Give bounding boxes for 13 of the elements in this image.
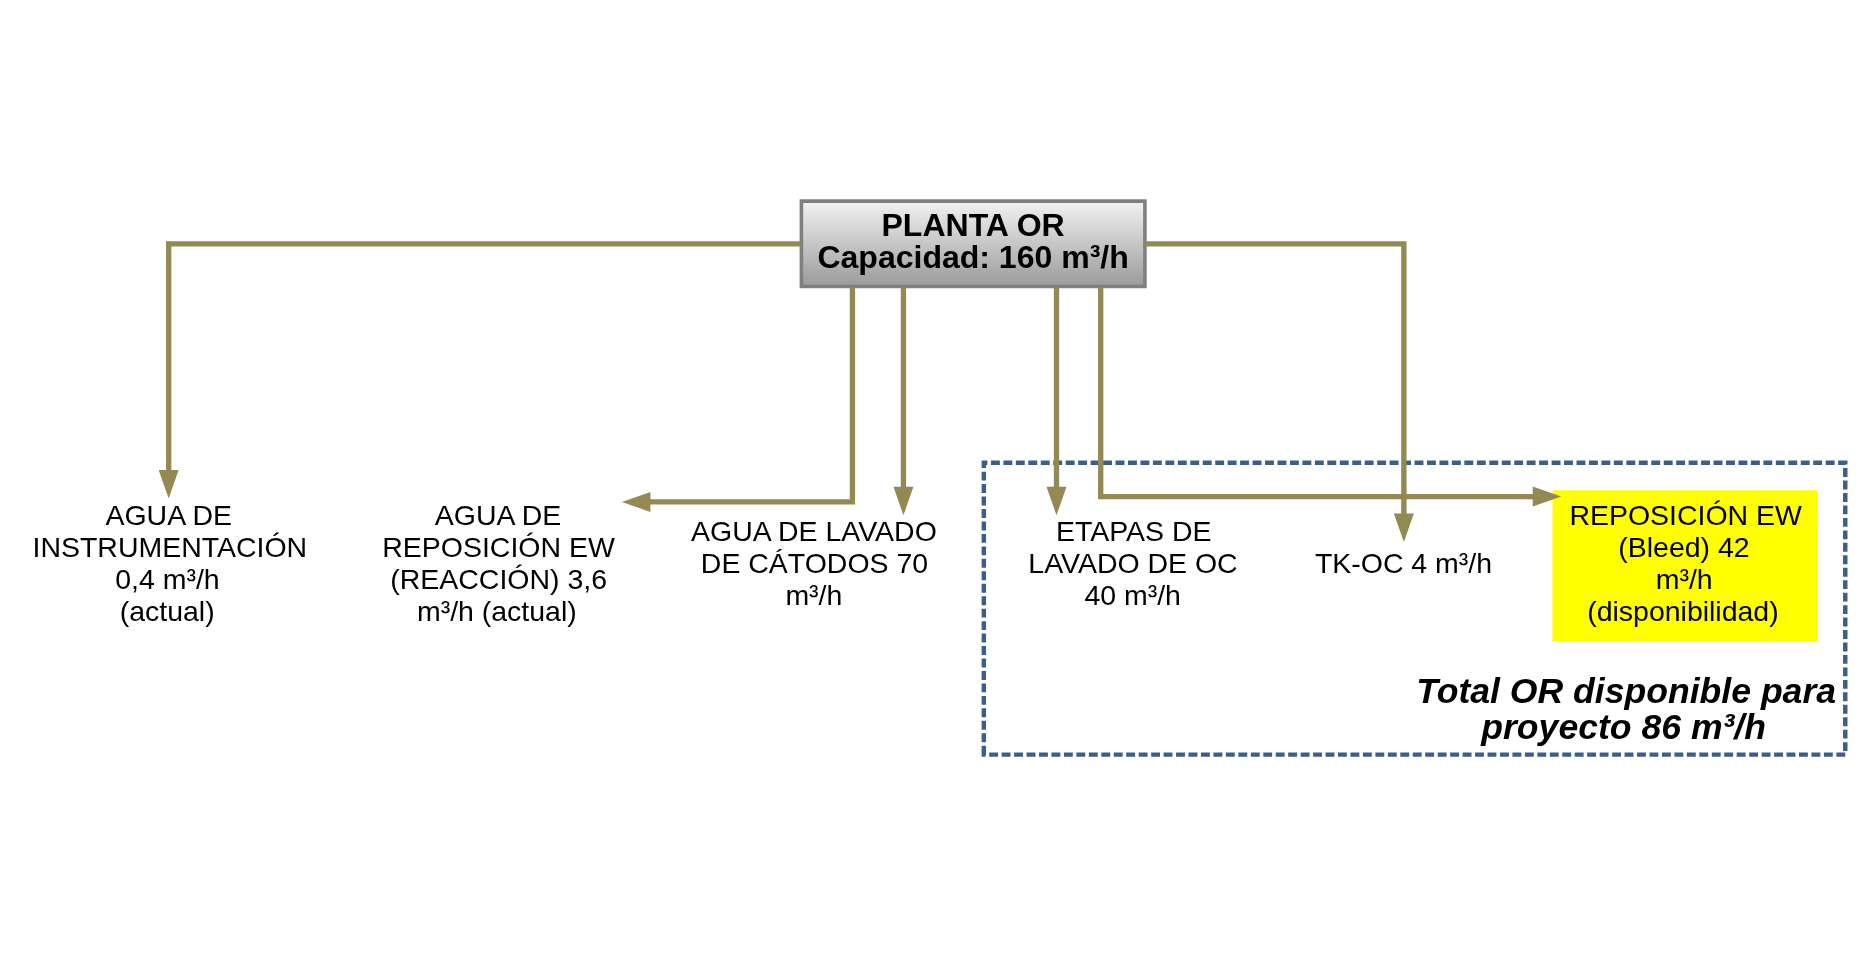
node-box: PLANTA OR Capacidad: 160 m³/h [799,199,1147,289]
node-text: AGUA DE REPOSICIÓN EW (REACCIÓN) 3,6 m³/h (actual) [382,498,615,627]
node-text: AGUA DE INSTRUMENTACIÓN 0,4 m³/h (actual) [32,498,308,627]
arrow [1145,241,1414,542]
node-text: ETAPAS DE LAVADO DE OC 40 m³/h [1028,514,1238,611]
node-text: TK-OC 4 m³/h [1314,546,1493,579]
arrow [1098,286,1562,507]
arrow [621,287,856,512]
arrow [893,286,914,516]
node-box: REPOSICIÓN EW (Bleed) 42 m³/h (disponibilidad) [1552,490,1818,642]
node-text: AGUA DE LAVADO DE CÁTODOS 70 m³/h [691,514,937,611]
arrow [1046,286,1067,516]
arrow [158,241,802,499]
